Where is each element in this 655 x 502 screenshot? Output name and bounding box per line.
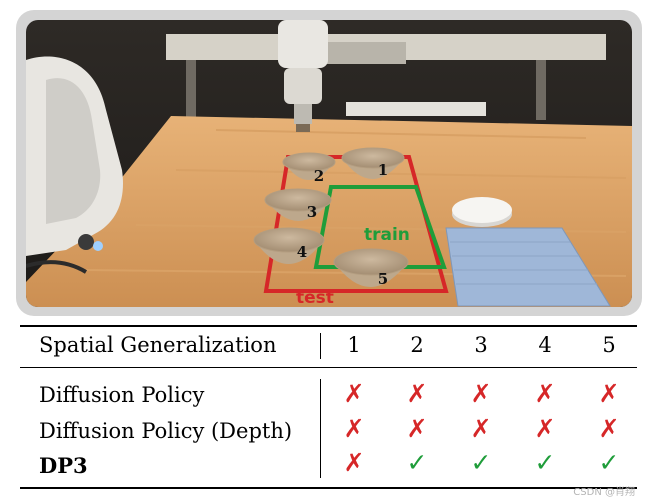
blue-tray [446,228,610,306]
cross-mark: ✗ [598,414,620,443]
train-label: train [364,225,410,245]
table-header-pos-2: 2 [410,333,424,357]
test-label: test [296,288,334,307]
table-body-separator [320,379,321,478]
check-mark: ✓ [406,448,428,477]
bowl-3 [264,188,332,221]
check-mark: ✓ [534,448,556,477]
bowl-number-5: 5 [377,270,389,288]
table-header-rule [20,367,637,368]
row-label-diffusion-policy-depth: Diffusion Policy (Depth) [39,419,293,443]
cross-mark: ✗ [534,379,556,408]
table-header-pos-4: 4 [538,333,552,357]
scene-illustration [26,20,632,307]
cross-mark: ✗ [534,414,556,443]
table-header-pos-5: 5 [602,333,616,357]
bowl-number-4: 4 [296,243,308,261]
row-label-diffusion-policy: Diffusion Policy [39,383,205,407]
table-bottom-rule [20,487,637,489]
check-mark: ✓ [470,448,492,477]
photo-frame: train test 1 2 3 4 5 [16,10,642,316]
bowl-5 [333,248,409,287]
cross-mark: ✗ [343,379,365,408]
cross-mark: ✗ [470,414,492,443]
table-header-pos-1: 1 [347,333,361,357]
experiment-photo: train test 1 2 3 4 5 [26,20,632,307]
bowl-1 [341,147,405,179]
background-keyboard [346,102,486,116]
cross-mark: ✗ [470,379,492,408]
bowl-number-3: 3 [306,203,318,221]
bowl-4 [253,227,325,264]
table-header-label: Spatial Generalization [39,333,277,357]
row-label-dp3: DP3 [39,453,88,478]
cross-mark: ✗ [598,379,620,408]
cross-mark: ✗ [343,414,365,443]
bowl-number-1: 1 [377,161,389,179]
table-header-separator [320,333,321,359]
bowl-2 [282,152,336,180]
table-top-rule [20,325,637,327]
cross-mark: ✗ [406,414,428,443]
table-header-pos-3: 3 [474,333,488,357]
robot-gripper [278,20,328,68]
bowl-number-2: 2 [313,167,325,185]
check-mark: ✓ [598,448,620,477]
watermark: CSDN @肖翔 [573,487,635,498]
cross-mark: ✗ [343,448,365,477]
cross-mark: ✗ [406,379,428,408]
